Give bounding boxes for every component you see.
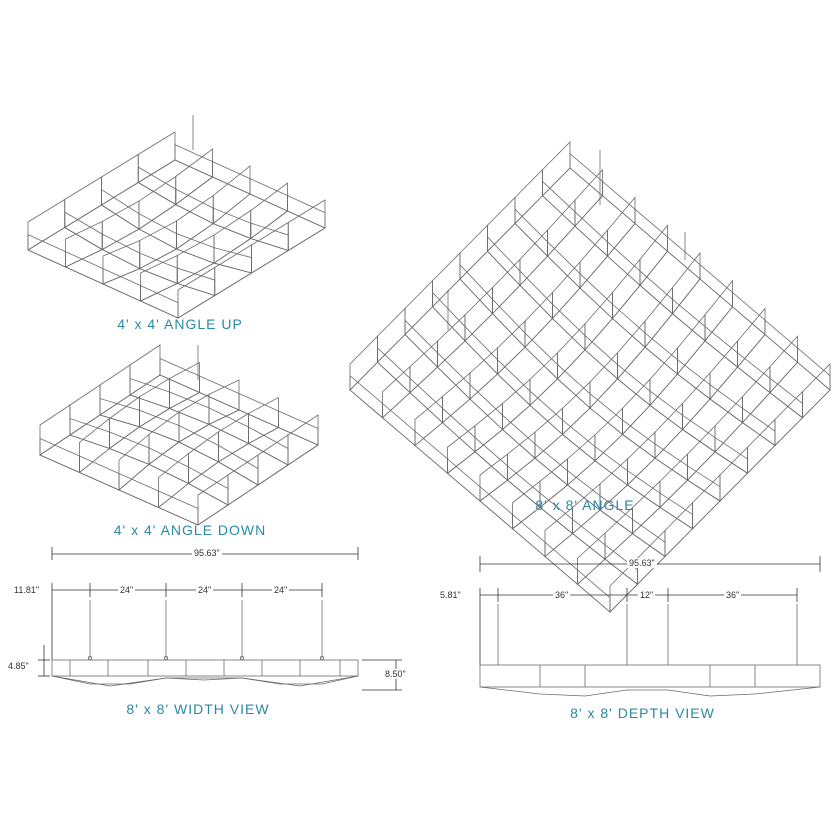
depth-overall-dim: 95.63" xyxy=(627,558,657,568)
width-panel-height-dim: 4.85" xyxy=(6,661,31,671)
depth-view-drawing xyxy=(479,556,821,697)
width-spacing-1-dim: 24" xyxy=(118,585,136,595)
width-spacing-3-dim: 24" xyxy=(272,585,290,595)
caption-depth-view: 8' x 8' DEPTH VIEW xyxy=(570,705,715,721)
caption-width-view: 8' x 8' WIDTH VIEW xyxy=(126,701,270,717)
grid-8x8-angle xyxy=(349,141,831,613)
width-view-drawing xyxy=(38,547,402,691)
depth-spacing-1-dim: 36" xyxy=(553,590,571,600)
depth-spacing-2-dim: 12" xyxy=(638,590,656,600)
suspension-wires xyxy=(192,115,686,380)
width-spacing-2-dim: 24" xyxy=(196,585,214,595)
grid-4x4-angle-up xyxy=(27,131,326,319)
width-total-height-dim: 8.50" xyxy=(383,669,408,679)
depth-spacing-3-dim: 36" xyxy=(724,590,742,600)
depth-offset-dim: 5.81" xyxy=(438,590,463,600)
width-offset-dim: 11.81" xyxy=(12,585,42,595)
caption-angle-up: 4' x 4' ANGLE UP xyxy=(117,316,243,332)
caption-angle-down: 4' x 4' ANGLE DOWN xyxy=(113,522,267,538)
grid-4x4-angle-down xyxy=(39,344,319,526)
width-overall-dim: 95.63" xyxy=(192,548,222,558)
caption-8x8-angle: 8' x 8' ANGLE xyxy=(535,497,635,513)
